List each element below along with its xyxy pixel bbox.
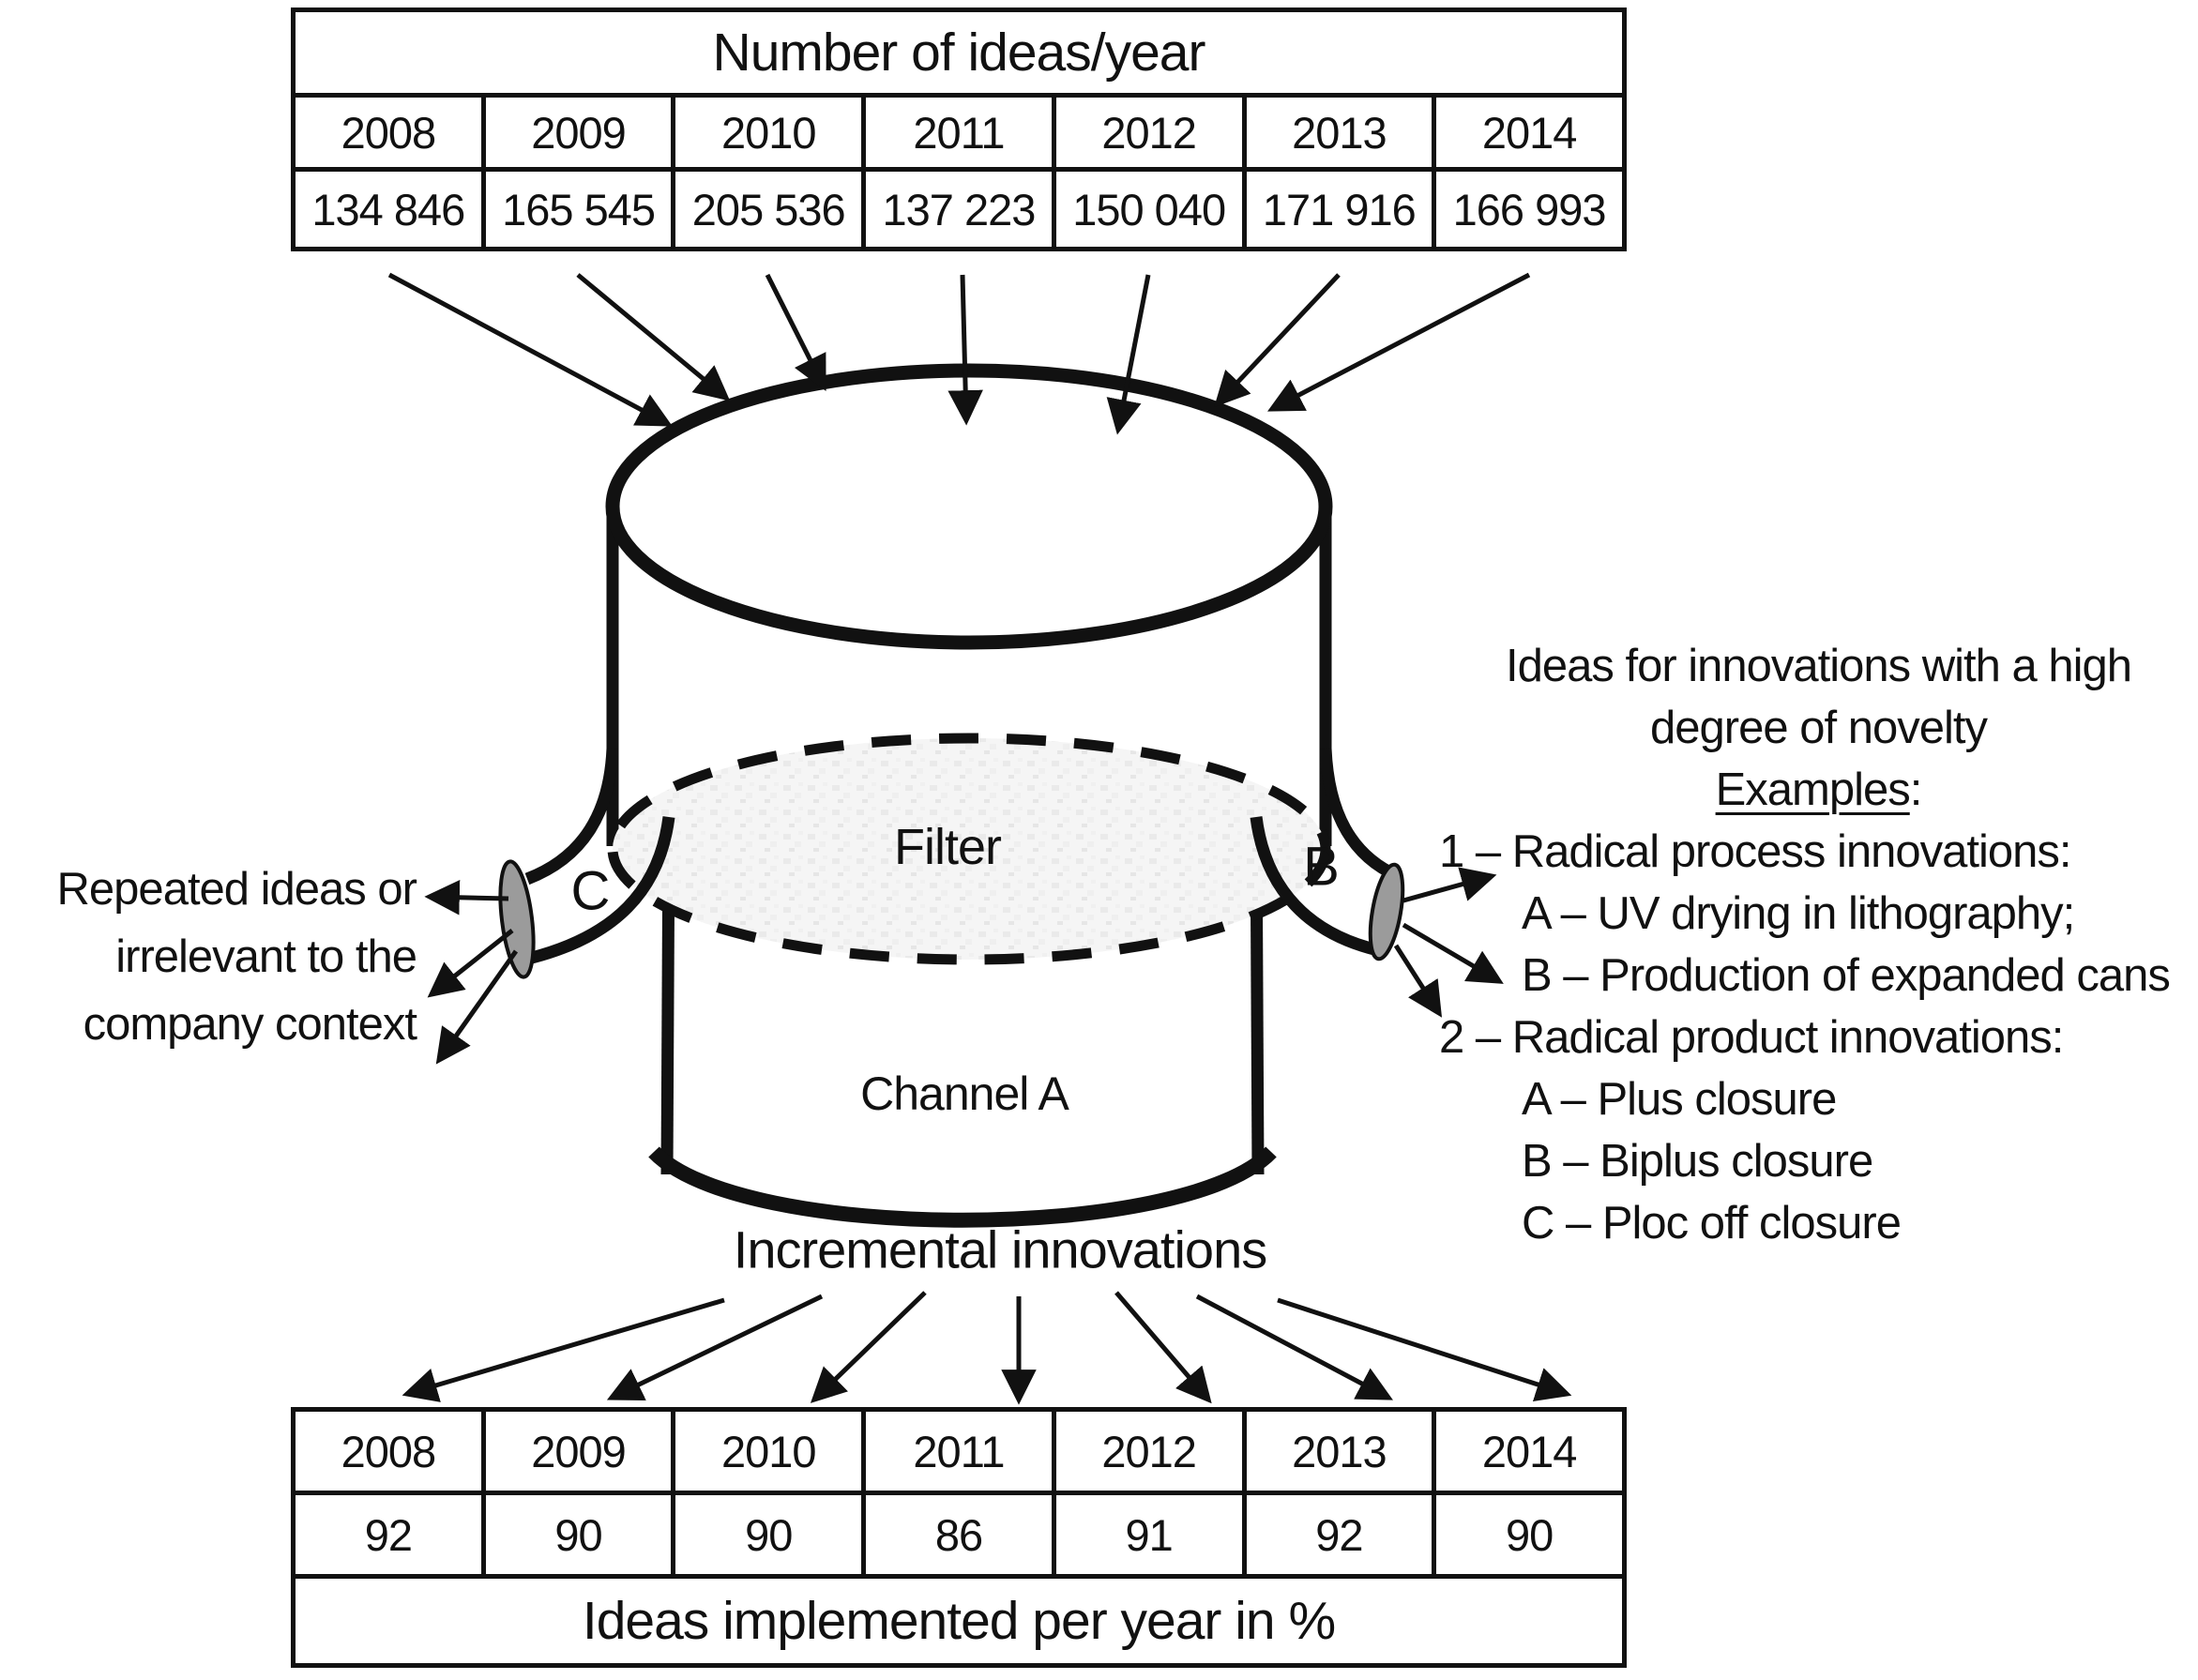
year-cell: 2011	[861, 1407, 1056, 1495]
implemented-fan-arrows	[402, 1291, 1572, 1405]
year-cell: 2014	[1432, 93, 1627, 172]
table-header-row: Number of ideas/year	[291, 8, 1627, 98]
year-cell: 2011	[861, 93, 1056, 172]
channel-a-label: Channel A	[860, 1067, 1069, 1120]
percent-cell: 91	[1051, 1491, 1247, 1579]
examples-heading: Examples:	[1439, 759, 2198, 821]
note-heading-line: degree of novelty	[1650, 703, 1988, 753]
year-cell: 2009	[480, 1407, 676, 1495]
filter-label: Filter	[894, 819, 1002, 875]
table-years-row: 2008 2009 2010 2011 2012 2013 2014	[291, 1407, 1627, 1495]
percent-cell: 90	[671, 1491, 867, 1579]
table-values-row: 92 90 90 86 91 92 90	[291, 1491, 1627, 1579]
value-cell: 150 040	[1051, 167, 1247, 251]
year-cell: 2012	[1051, 93, 1247, 172]
year-cell: 2010	[671, 93, 867, 172]
year-cell: 2013	[1241, 93, 1437, 172]
table-years-row: 2008 2009 2010 2011 2012 2013 2014	[291, 93, 1627, 172]
outlet-b-label: B	[1303, 836, 1340, 898]
right-outlet	[1368, 862, 1405, 961]
note-item: 2 – Radical product innovations:	[1439, 1012, 2064, 1063]
note-item: A – Plus closure	[1522, 1074, 1837, 1125]
value-cell: 171 916	[1241, 167, 1437, 251]
table-title: Number of ideas/year	[291, 8, 1627, 98]
note-heading-line: Ideas for innovations with a high	[1505, 641, 2132, 691]
table-values-row: 134 846 165 545 205 536 137 223 150 040 …	[291, 167, 1627, 251]
note-item: C – Ploc off closure	[1522, 1198, 1902, 1249]
year-cell: 2012	[1051, 1407, 1247, 1495]
year-cell: 2008	[291, 1407, 486, 1495]
table-footer: Ideas implemented per year in %	[291, 1574, 1627, 1668]
rejected-ideas-note: Repeated ideas or irrelevant to the comp…	[0, 855, 417, 1058]
percent-cell: 90	[1432, 1491, 1627, 1579]
percent-cell: 92	[1241, 1491, 1437, 1579]
year-cell: 2013	[1241, 1407, 1437, 1495]
right-pipe	[1250, 748, 1405, 961]
filter-ellipse	[607, 733, 1331, 965]
note-item: B – Production of expanded cans	[1522, 950, 2171, 1001]
year-cell: 2010	[671, 1407, 867, 1495]
year-cell: 2008	[291, 93, 486, 172]
upper-cylinder	[605, 363, 1333, 846]
outlet-c-label: C	[570, 860, 611, 922]
left-pipe	[498, 748, 675, 979]
note-item: A – UV drying in lithography;	[1522, 888, 2075, 939]
year-cell: 2009	[480, 93, 676, 172]
ideas-implemented-table: 2008 2009 2010 2011 2012 2013 2014 92 90…	[291, 1407, 1627, 1668]
note-line: Repeated ideas or	[56, 864, 417, 915]
value-cell: 165 545	[480, 167, 676, 251]
right-outflow-arrows	[1393, 867, 1504, 1018]
percent-cell: 92	[291, 1491, 486, 1579]
incremental-innovations-label: Incremental innovations	[733, 1219, 1267, 1279]
note-line: irrelevant to the	[115, 931, 417, 982]
value-cell: 134 846	[291, 167, 486, 251]
examples-colon: :	[1909, 764, 1923, 815]
left-outflow-arrows	[424, 880, 519, 1065]
ideas-per-year-table: Number of ideas/year 2008 2009 2010 2011…	[291, 8, 1627, 251]
year-cell: 2014	[1432, 1407, 1627, 1495]
note-item: 1 – Radical process innovations:	[1439, 826, 2071, 877]
novel-ideas-note: Ideas for innovations with a high degree…	[1439, 635, 2198, 1254]
left-outlet	[498, 859, 536, 979]
inflow-arrows	[387, 272, 1531, 435]
examples-word: Examples	[1715, 764, 1911, 815]
percent-cell: 90	[480, 1491, 676, 1579]
table-footer-row: Ideas implemented per year in %	[291, 1574, 1627, 1668]
note-item: B – Biplus closure	[1522, 1136, 1873, 1187]
note-line: company context	[83, 999, 417, 1050]
percent-cell: 86	[861, 1491, 1056, 1579]
value-cell: 137 223	[861, 167, 1056, 251]
value-cell: 205 536	[671, 167, 867, 251]
value-cell: 166 993	[1432, 167, 1627, 251]
